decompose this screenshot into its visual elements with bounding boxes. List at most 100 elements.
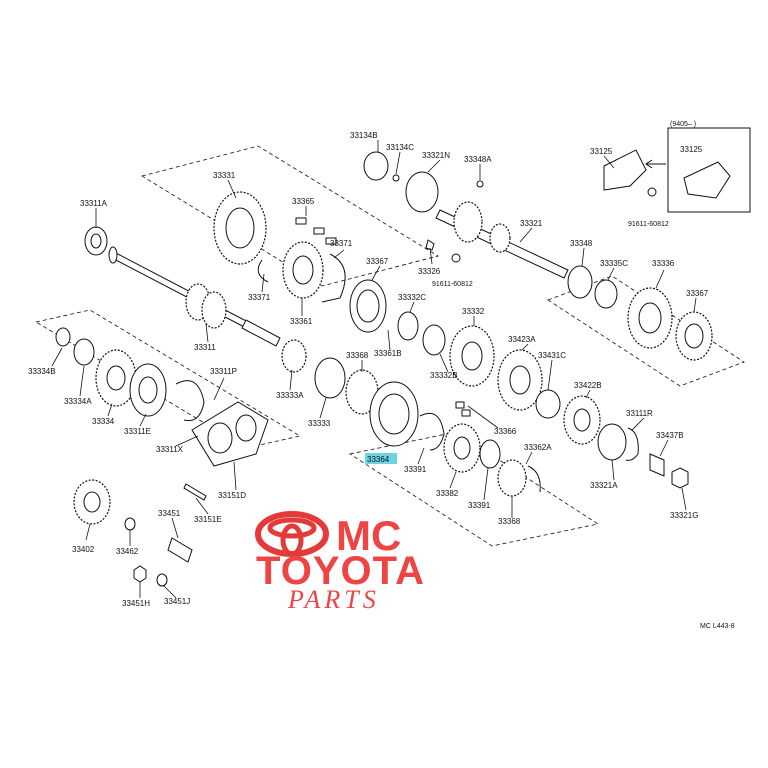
- bolt-33151E: [183, 483, 207, 501]
- ring-33348: [567, 265, 593, 299]
- leader-lines: [51, 140, 697, 599]
- counter-shaft-33321: [435, 201, 569, 279]
- bearing-33332B: [422, 324, 446, 356]
- ring-33333A: [281, 339, 307, 373]
- part-label: 33321N: [422, 151, 450, 160]
- lock-plate-bolt: [647, 187, 657, 197]
- sleeve-33431C: [535, 389, 561, 419]
- part-label: 33348: [570, 239, 593, 248]
- part-label: 33382: [436, 489, 459, 498]
- part-label: 33311A: [80, 199, 108, 208]
- drawing-code: MC L443-8: [700, 623, 735, 630]
- washer-33334B: [55, 327, 71, 347]
- ring-33367-b: [675, 311, 713, 361]
- bearing-33321N: [405, 171, 439, 213]
- part-label: 33348A: [464, 155, 492, 164]
- synchro-ring-33364: [369, 381, 419, 447]
- ball-33134C: [392, 174, 400, 182]
- sleeve-33451: [167, 537, 193, 563]
- part-label: 33125: [680, 145, 703, 154]
- ring-33367: [349, 279, 387, 333]
- collar-33437B: [649, 453, 665, 477]
- key-33366: [455, 401, 471, 417]
- part-label: 33134C: [386, 143, 414, 152]
- inset-arrow: [645, 159, 666, 169]
- part-label: 33391: [404, 465, 427, 474]
- toyota-emblem-icon: [255, 511, 329, 557]
- gear-33402: [73, 479, 111, 525]
- gear-33422B: [563, 395, 601, 445]
- snap-ring-33371-b: [321, 253, 346, 303]
- part-label: 33431C: [538, 351, 566, 360]
- nut-33321G: [671, 467, 689, 489]
- bolt-33451H: [133, 565, 147, 583]
- washer-33134B: [363, 151, 389, 181]
- part-label: 33334: [92, 417, 115, 426]
- highlighted-part-label: 33364: [367, 455, 390, 464]
- part-label: 33311X: [156, 445, 184, 454]
- part-label: 33111R: [626, 409, 653, 418]
- part-label: 33462: [116, 547, 139, 556]
- gear-33334: [95, 349, 137, 407]
- part-label: 33134B: [350, 131, 378, 140]
- snap-ring-33311P: [175, 380, 205, 422]
- gear-33423A: [497, 349, 543, 411]
- part-label: 33368: [346, 351, 369, 360]
- part-label: 33423A: [508, 335, 536, 344]
- part-label: 33367: [686, 289, 709, 298]
- inset-box: [667, 127, 751, 213]
- part-label: 33311: [194, 343, 216, 352]
- part-labels: 33311A 33331 33365 33371 33371 33361 333…: [28, 131, 709, 608]
- snap-ring-33371-a: [257, 259, 269, 283]
- part-label: 33451J: [164, 597, 190, 606]
- bearing-33335C: [594, 279, 618, 309]
- part-label: 91611-60812: [628, 221, 669, 228]
- ring-33368-b: [497, 459, 527, 497]
- synchro-sleeve-33331: [213, 191, 267, 265]
- part-label: 33321G: [670, 511, 698, 520]
- inset-date-label: (9405– ): [670, 121, 696, 128]
- part-label: 33331: [213, 171, 236, 180]
- part-label: 91611-60812: [432, 281, 473, 288]
- part-label: 33334B: [28, 367, 56, 376]
- snap-ring-33362A: [527, 465, 541, 493]
- snap-ring-33111R: [625, 427, 639, 461]
- part-label: 33335C: [600, 259, 628, 268]
- bearing-33311A: [84, 226, 108, 256]
- part-label: 33332B: [430, 371, 458, 380]
- washer-33462: [124, 517, 136, 531]
- phantom-outline-lower-left: [34, 309, 302, 449]
- part-label: 33437B: [656, 431, 684, 440]
- lock-plate-33125: [603, 149, 647, 191]
- part-label: 33321A: [590, 481, 618, 490]
- part-label: 33333A: [276, 391, 304, 400]
- part-label: 33366: [494, 427, 517, 436]
- retainer-33151D: [191, 401, 269, 467]
- bearing-33321A: [597, 423, 627, 461]
- part-label: 33402: [72, 545, 95, 554]
- part-label: 33336: [652, 259, 675, 268]
- part-label: 33321: [520, 219, 543, 228]
- part-label: 33361: [290, 317, 313, 326]
- part-label: 33362A: [524, 443, 552, 452]
- part-label: 33422B: [574, 381, 602, 390]
- ring-33332C: [397, 311, 419, 341]
- phantom-outline-upper-left: [140, 145, 440, 287]
- gear-33382: [443, 423, 481, 473]
- part-label: 33125: [590, 147, 613, 156]
- part-label: 33311E: [124, 427, 151, 436]
- part-label: 33365: [292, 197, 315, 206]
- part-label: 33361B: [374, 349, 402, 358]
- watermark-toyota: TOYOTA: [256, 549, 425, 593]
- highlight-box: [365, 453, 397, 464]
- snap-ring-33391-a: [419, 412, 445, 451]
- phantom-outline-lower-middle: [348, 431, 600, 547]
- part-label: 33151D: [218, 491, 246, 500]
- part-label: 33451H: [122, 599, 150, 608]
- part-label: 33368: [498, 517, 521, 526]
- pin-33326: [425, 239, 435, 251]
- gear-33336: [627, 287, 673, 349]
- part-label: 33371: [330, 239, 353, 248]
- gear-33332: [449, 325, 495, 387]
